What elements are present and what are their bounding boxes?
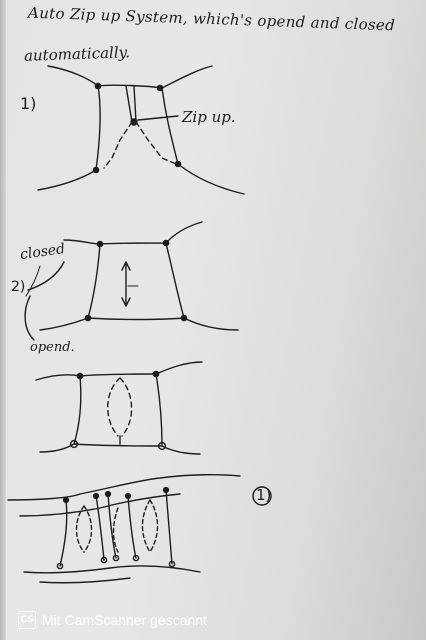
camscanner-logo-icon: CS <box>18 611 36 629</box>
figure-number-1-second: 1) <box>256 486 272 504</box>
circled-number-mark <box>252 486 272 506</box>
sketch-closed-open <box>24 221 239 341</box>
figure-number-1: 1) <box>20 94 37 113</box>
scanner-watermark-text: Mit CamScanner gescannt <box>42 612 207 628</box>
figure-number-2: 2) <box>11 279 26 295</box>
sketch-open-zip <box>35 361 203 455</box>
sketch-multi-zip <box>7 473 241 584</box>
label-open: opend. <box>30 340 75 355</box>
sketch-drawings <box>7 65 272 584</box>
paper-edge-shadow <box>0 0 6 640</box>
scanner-footer: CS Mit CamScanner gescannt <box>0 600 426 640</box>
label-zip-up: Zip up. <box>182 108 236 126</box>
note-title-line-2: automatically. <box>23 43 131 65</box>
sketch-zip-up <box>37 65 245 195</box>
